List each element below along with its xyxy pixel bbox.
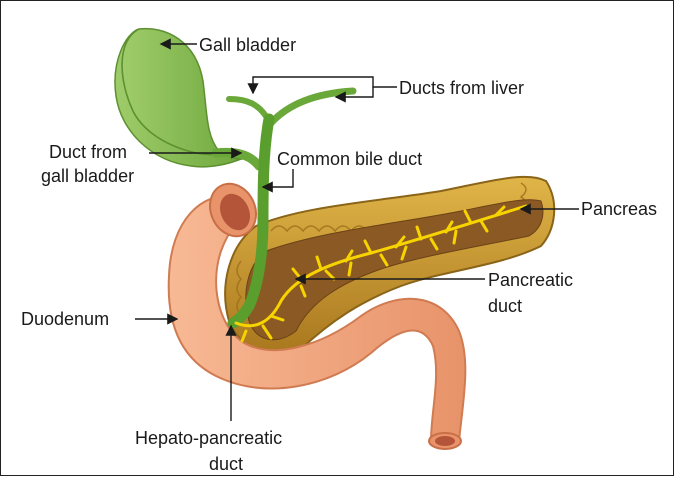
label-pancreas: Pancreas <box>581 198 657 220</box>
label-ducts-from-liver: Ducts from liver <box>399 77 524 99</box>
label-duct-from-gall-bladder-line1: Duct from <box>49 141 127 163</box>
label-hepato-pancreatic-duct-line1: Hepato-pancreatic <box>135 427 282 449</box>
label-duct-from-gall-bladder-line2: gall bladder <box>41 165 134 187</box>
label-gall-bladder: Gall bladder <box>199 34 296 56</box>
left-hepatic-duct <box>229 99 269 121</box>
label-pancreatic-duct-line2: duct <box>488 295 522 317</box>
label-duodenum: Duodenum <box>21 308 109 330</box>
label-common-bile-duct: Common bile duct <box>277 148 422 170</box>
label-pancreatic-duct-line1: Pancreatic <box>488 269 573 291</box>
label-hepato-pancreatic-duct-line2: duct <box>209 453 243 475</box>
right-hepatic-duct <box>271 91 353 123</box>
